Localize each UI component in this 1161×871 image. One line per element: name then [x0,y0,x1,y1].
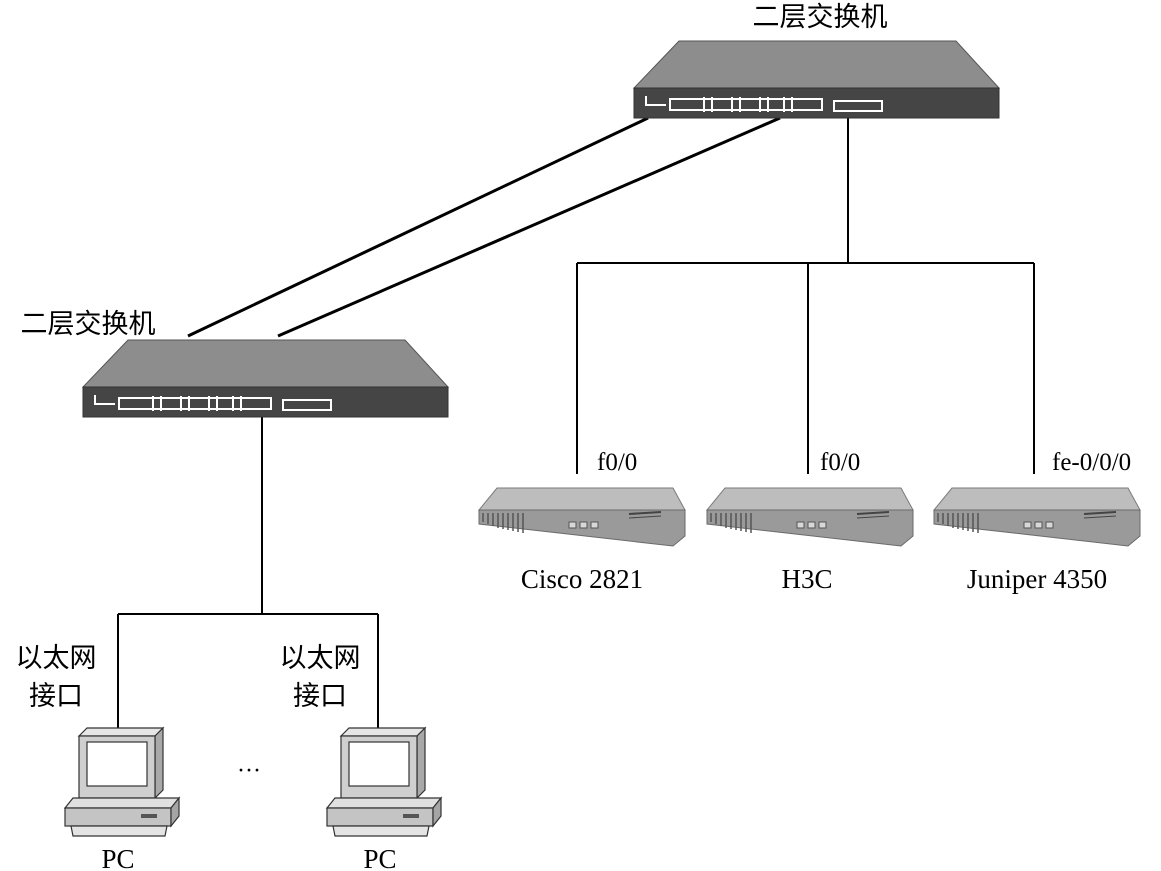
switch-icon [82,339,449,418]
router-port-label: f0/0 [597,449,637,476]
top-switch: 二层交换机 [633,2,1000,119]
router-h3c: f0/0 H3C [706,449,914,594]
pc-port-label-line1: 以太网 [280,643,361,674]
router-icon [933,487,1141,547]
pc-name-label: PC [101,844,134,871]
router-name-label: Juniper 4350 [967,564,1107,594]
router-port-label: fe-0/0/0 [1052,449,1131,476]
pc-port-label-line2: 接口 [29,681,83,712]
top-switch-label: 二层交换机 [753,2,888,33]
uplink-cable-1 [187,116,649,338]
uplink-cable-2 [277,116,781,338]
pc-port-label-line2: 接口 [293,681,347,712]
router-icon [706,487,914,547]
pc-1: 以太网 接口 PC [16,643,180,871]
pc-port-label-line1: 以太网 [16,643,97,674]
left-switch-label: 二层交换机 [21,309,156,340]
left-switch: 二层交换机 [21,309,449,418]
router-name-label: Cisco 2821 [521,564,643,594]
router-juniper: fe-0/0/0 Juniper 4350 [933,449,1141,594]
pc-2: 以太网 接口 PC [280,643,442,871]
switch-icon [633,40,1000,119]
computer-icon [64,727,180,837]
computer-icon [326,727,442,837]
ellipsis: ··· [237,758,261,784]
pc-name-label: PC [363,844,396,871]
connections [117,116,1035,728]
router-port-label: f0/0 [820,449,860,476]
router-name-label: H3C [781,564,832,594]
router-cisco: f0/0 Cisco 2821 [478,449,686,594]
router-icon [478,487,686,547]
